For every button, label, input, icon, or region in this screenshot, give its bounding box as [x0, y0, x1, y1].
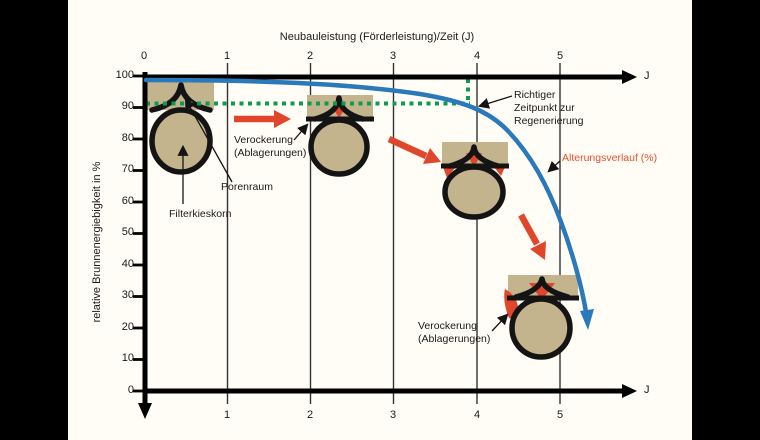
- y-axis-ticks: [133, 74, 144, 393]
- axis-arrowheads: [138, 70, 637, 419]
- figure-canvas: [68, 0, 692, 440]
- arrow-head-1: [274, 110, 291, 128]
- leader-verockerung-top: [293, 123, 309, 141]
- leader-porenraum: [184, 98, 233, 183]
- leader-arrows: [177, 95, 561, 332]
- regeneration-threshold-lines: [146, 79, 470, 106]
- leader-regeneration: [477, 95, 513, 109]
- leader-alterungsverlauf: [547, 160, 561, 173]
- leader-verockerung-bottom: [491, 313, 509, 332]
- axes: [142, 72, 624, 405]
- arrow-head-3: [530, 241, 546, 260]
- progression-arrows: [234, 110, 546, 260]
- deposit: [443, 167, 455, 178]
- grain-illustration-1: [146, 80, 214, 175]
- curve-arrowhead: [580, 309, 594, 330]
- arrow-head-2: [423, 148, 441, 164]
- aging-curve: [143, 77, 594, 330]
- grain-illustration-3: [441, 142, 509, 220]
- grain-illustration-2: [306, 95, 374, 177]
- grain-illustration-4: [504, 275, 579, 360]
- deposit: [494, 167, 505, 176]
